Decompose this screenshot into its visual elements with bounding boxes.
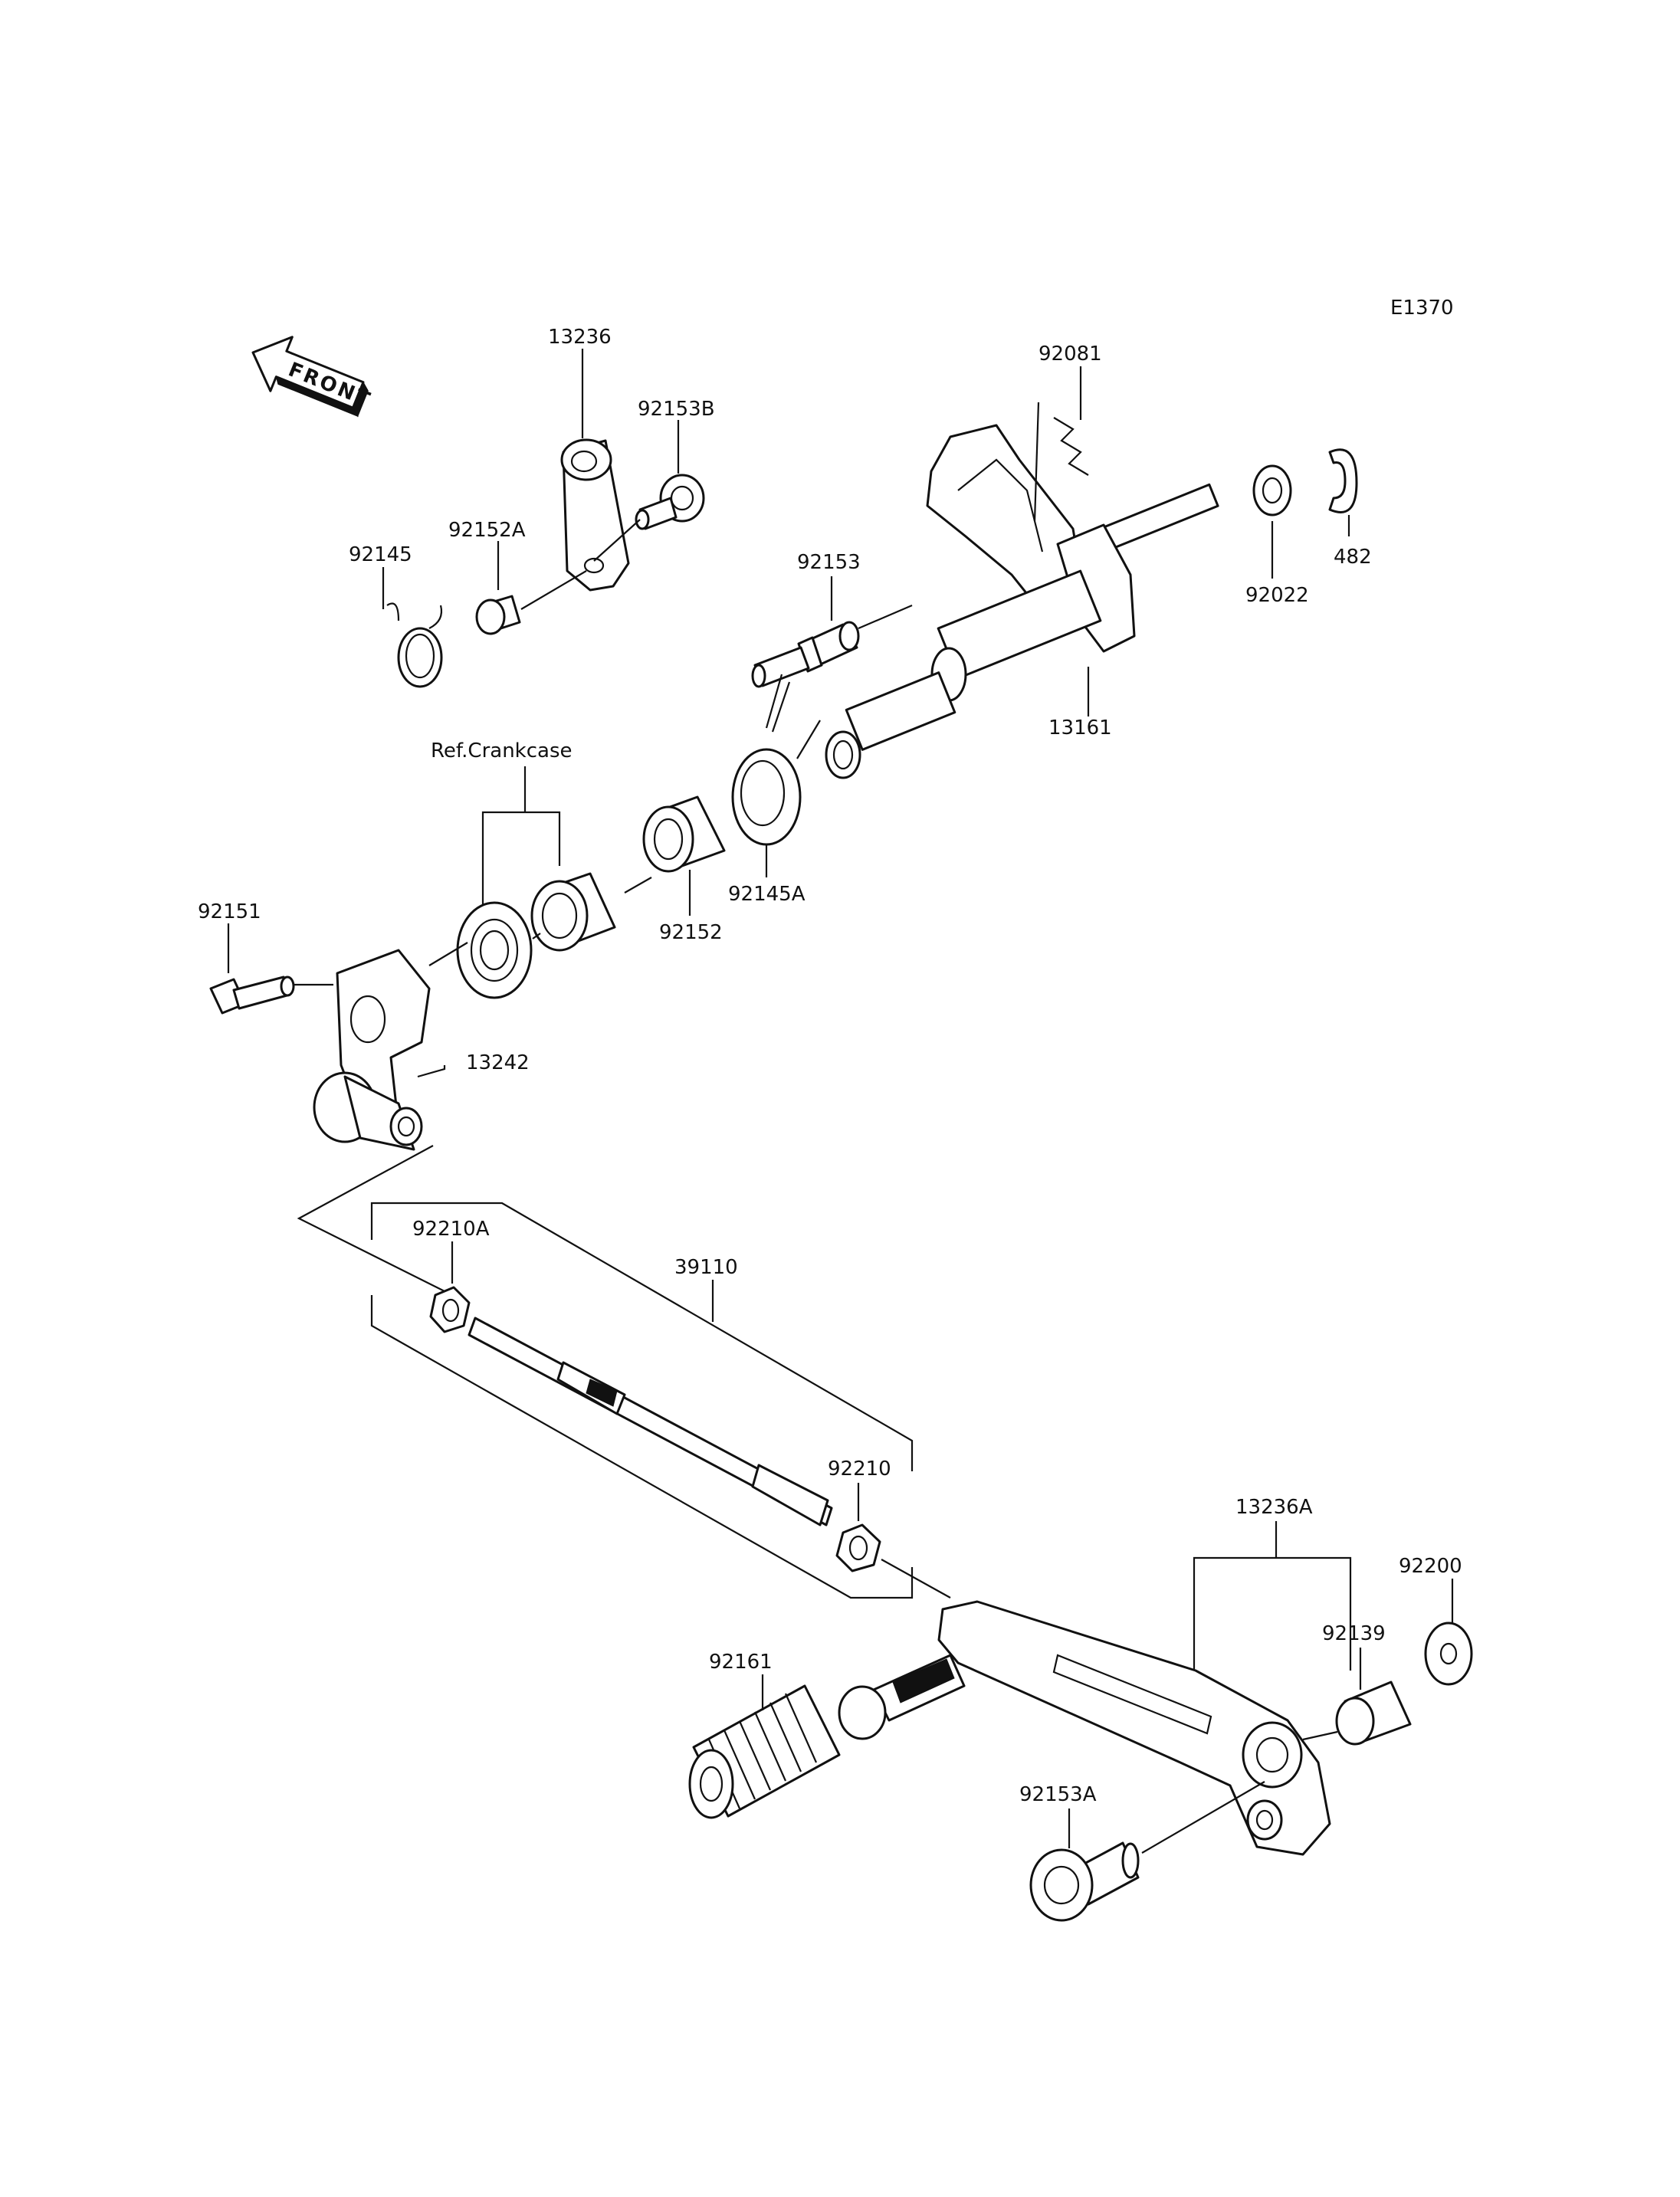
label-92022: 92022 xyxy=(1245,584,1309,607)
front-arrow-icon: FRONT xyxy=(251,336,375,418)
part-92210A-nut xyxy=(429,1286,471,1333)
label-92210A: 92210A xyxy=(412,1218,490,1241)
ref-crankcase-label: Ref.Crankcase xyxy=(431,739,573,762)
part-seal xyxy=(456,901,533,999)
part-92139-bushing xyxy=(1335,1681,1412,1746)
part-92145A-spring xyxy=(731,674,821,846)
label-92145A: 92145A xyxy=(728,883,806,906)
part-92161-rubber xyxy=(688,1684,841,1819)
part-13236-lever xyxy=(560,438,630,592)
label-92161: 92161 xyxy=(709,1651,773,1674)
part-92153-bolt xyxy=(751,621,860,688)
label-92153: 92153 xyxy=(797,551,861,574)
part-92210-nut xyxy=(835,1523,881,1572)
label-13161: 13161 xyxy=(1048,716,1112,739)
part-92152-collar xyxy=(642,795,726,873)
label-92151: 92151 xyxy=(198,900,261,923)
label-39110: 39110 xyxy=(674,1256,738,1279)
part-13236A-pedal xyxy=(838,1600,1331,1856)
label-482: 482 xyxy=(1334,546,1372,569)
part-92200-washer xyxy=(1424,1622,1473,1686)
label-92152: 92152 xyxy=(659,921,723,944)
part-92022-washer xyxy=(1252,464,1292,516)
part-bearing xyxy=(530,872,616,952)
part-92151-bolt xyxy=(209,976,295,1015)
label-92152A: 92152A xyxy=(448,519,526,542)
label-92153A: 92153A xyxy=(1019,1783,1097,1806)
part-92081-spring xyxy=(1053,417,1089,476)
part-482-circlip xyxy=(1328,448,1358,513)
part-92152A-collar xyxy=(475,595,521,635)
label-13236A: 13236A xyxy=(1235,1496,1313,1519)
label-92139: 92139 xyxy=(1322,1622,1386,1645)
label-13242: 13242 xyxy=(466,1051,530,1074)
label-92200: 92200 xyxy=(1399,1555,1462,1578)
diagram-code: E1370 xyxy=(1390,297,1454,320)
label-92210: 92210 xyxy=(828,1458,891,1481)
label-13236: 13236 xyxy=(548,326,612,349)
label-92145: 92145 xyxy=(349,543,412,566)
part-13161-shift-shaft xyxy=(825,424,1219,779)
label-92081: 92081 xyxy=(1039,343,1102,366)
part-39110-rod xyxy=(468,1317,833,1526)
part-92145-spring xyxy=(386,602,443,688)
part-13242-lever xyxy=(313,949,431,1151)
part-92153B-bolt xyxy=(635,474,705,530)
part-92153A-bolt xyxy=(1029,1841,1140,1922)
label-92153B: 92153B xyxy=(638,398,715,421)
